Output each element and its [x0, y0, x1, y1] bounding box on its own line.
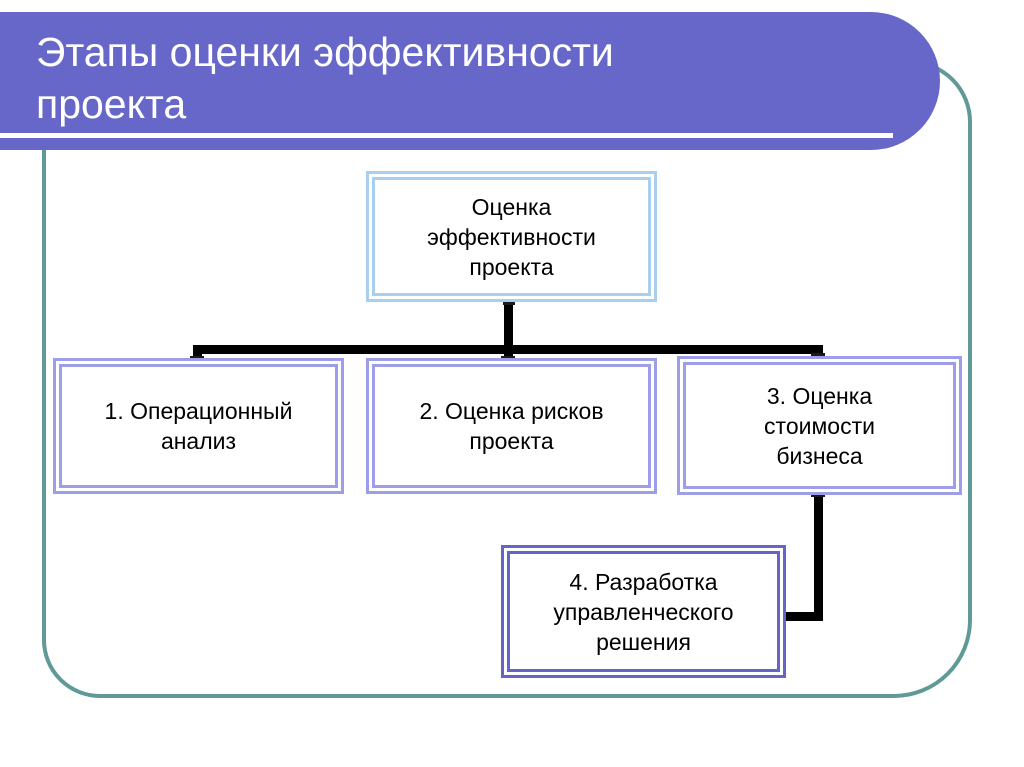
node-3-label: 3. Оценка стоимости бизнеса — [764, 382, 875, 469]
node-project-risk-assessment[interactable]: 2. Оценка рисков проекта — [366, 358, 657, 494]
title-banner: Этапы оценки эффективности проекта — [0, 12, 940, 150]
connector-node3-horizontal — [782, 612, 823, 621]
title-underline-rule — [0, 133, 893, 138]
node-root[interactable]: Оценка эффективности проекта — [366, 171, 657, 302]
node-business-valuation[interactable]: 3. Оценка стоимости бизнеса — [677, 356, 962, 495]
connector-drop-node-2 — [504, 345, 513, 363]
connector-node3-vertical — [814, 494, 823, 621]
node-operational-analysis[interactable]: 1. Операционный анализ — [53, 358, 344, 494]
node-management-decision[interactable]: 4. Разработка управленческого решения — [501, 545, 786, 678]
node-4-label: 4. Разработка управленческого решения — [553, 568, 734, 655]
page-title: Этапы оценки эффективности проекта — [36, 29, 614, 127]
connector-drop-node-1 — [193, 345, 202, 363]
node-2-label: 2. Оценка рисков проекта — [419, 398, 604, 454]
connector-root-stem — [504, 303, 513, 355]
node-root-label: Оценка эффективности проекта — [427, 193, 596, 280]
node-1-label: 1. Операционный анализ — [104, 398, 293, 454]
